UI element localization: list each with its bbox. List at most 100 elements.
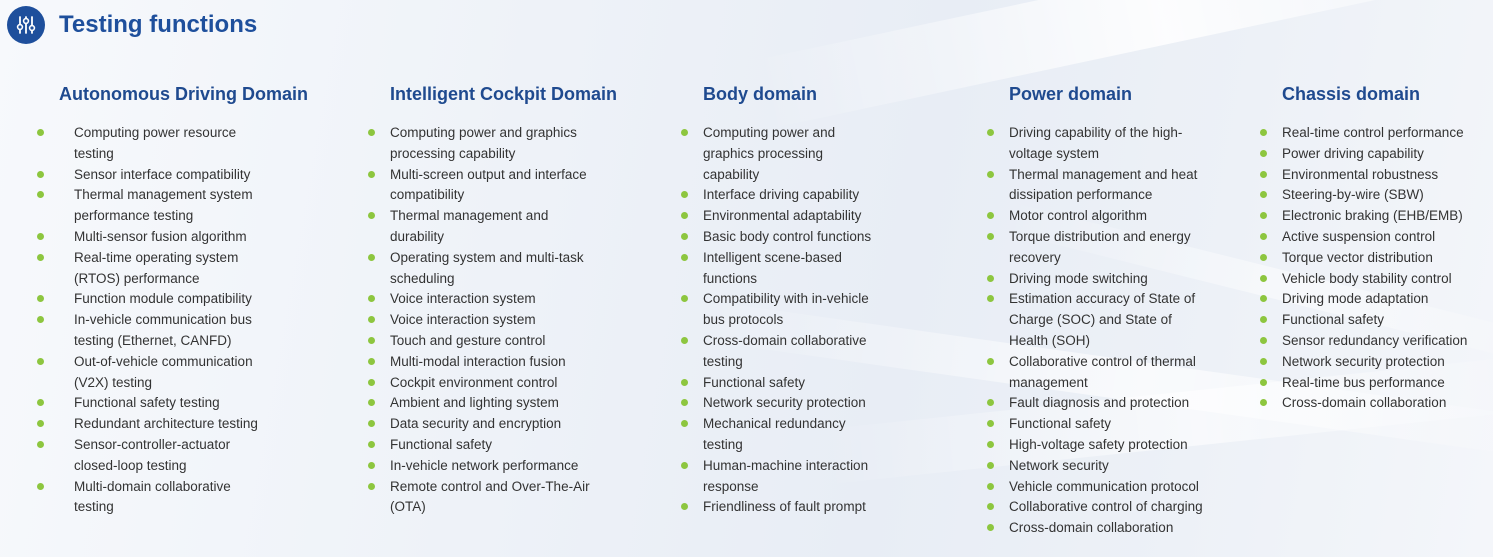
list-item: Environmental robustness [1260, 165, 1493, 186]
list-item: Cockpit environment control [368, 373, 592, 394]
list-item-label: Driving capability of the high-voltage s… [1009, 125, 1183, 161]
bullet-icon [1260, 378, 1267, 386]
list-item-label: Basic body control functions [703, 228, 872, 244]
list-item-label: Human-machine interaction response [703, 457, 869, 494]
bullet-icon [987, 212, 994, 220]
list-item-label: Cross-domain collaboration [1282, 395, 1447, 411]
bullet-icon [37, 232, 44, 240]
list-item: Electronic braking (EHB/EMB) [1260, 206, 1493, 227]
bullet-icon [368, 129, 375, 136]
bullet-icon [37, 295, 44, 303]
list-item-label: Mechanical redundancy testing [703, 416, 846, 452]
bullet-icon [37, 440, 44, 448]
list-item-label: Thermal management and heat dissipation … [1009, 166, 1198, 203]
bullet-icon [37, 170, 44, 178]
domain-column-body: Body domain Computing power and graphics… [681, 84, 875, 518]
bullet-icon [681, 129, 688, 136]
list-item-label: Sensor interface compatibility [74, 166, 251, 182]
list-item-label: Vehicle body stability control [1282, 270, 1452, 286]
bullet-icon [1260, 129, 1267, 136]
bullet-icon [681, 503, 688, 511]
bullet-icon [368, 461, 375, 469]
list-item: In-vehicle communication bus testing (Et… [37, 310, 274, 352]
column-title: Autonomous Driving Domain [59, 84, 308, 104]
list-item: Mechanical redundancy testing [681, 414, 875, 456]
list-item: Collaborative control of thermal managem… [987, 352, 1209, 394]
list-item-label: In-vehicle network performance [390, 457, 579, 473]
list-item: Real-time bus performance [1260, 373, 1493, 394]
list-item-label: Vehicle communication protocol [1009, 478, 1199, 494]
bullet-icon [987, 295, 994, 303]
domain-column-chassis: Chassis domain Real-time control perform… [1260, 84, 1493, 414]
list-item-label: Friendliness of fault prompt [703, 499, 866, 515]
list-item: Multi-sensor fusion algorithm [37, 227, 274, 248]
list-item: Power driving capability [1260, 144, 1493, 165]
list-item-label: Motor control algorithm [1009, 208, 1148, 224]
column-title: Chassis domain [1282, 84, 1421, 104]
domain-column-autonomous-driving: Autonomous Driving Domain Computing powe… [37, 84, 308, 518]
bullet-icon [1260, 295, 1267, 303]
list-item-label: Thermal management system performance te… [74, 187, 253, 224]
bullet-icon [987, 170, 994, 178]
column-title: Body domain [703, 84, 818, 104]
list-item-label: Multi-domain collaborative testing [74, 478, 231, 515]
bullet-icon [37, 399, 44, 407]
list-item-label: Functional safety [390, 436, 493, 452]
bullet-icon [1260, 357, 1267, 365]
list-item-label: Cross-domain collaboration [1009, 520, 1174, 536]
list-item: Environmental adaptability [681, 206, 875, 227]
list-item: Multi-modal interaction fusion [368, 352, 592, 373]
bullet-icon [987, 440, 994, 448]
list-item-label: Collaborative control of charging [1009, 499, 1203, 515]
list-item-label: Torque vector distribution [1282, 249, 1433, 265]
list-item: Function module compatibility [37, 289, 274, 310]
list-item-label: Operating system and multi-task scheduli… [390, 249, 584, 286]
bullet-icon [368, 357, 375, 365]
list-item: Torque vector distribution [1260, 248, 1493, 269]
bullet-icon [681, 399, 688, 407]
bullet-icon [987, 232, 994, 240]
bullet-icon [368, 253, 375, 261]
bullet-icon [1260, 232, 1267, 240]
list-item: Vehicle body stability control [1260, 269, 1493, 290]
list-item: Intelligent scene-based functions [681, 248, 875, 290]
list-item-label: Real-time bus performance [1282, 374, 1445, 390]
list-item: Functional safety [987, 414, 1209, 435]
bullet-icon [987, 420, 994, 428]
bullet-icon [681, 461, 688, 469]
list-item: Cross-domain collaborative testing [681, 331, 875, 373]
list-item: Cross-domain collaboration [987, 518, 1209, 539]
list-item: In-vehicle network performance [368, 456, 592, 477]
list-item: Operating system and multi-task scheduli… [368, 248, 592, 290]
list-item-label: Fault diagnosis and protection [1009, 395, 1190, 411]
list-item: Network security protection [681, 393, 875, 414]
list-item: Thermal management and durability [368, 206, 592, 248]
list-item: Multi-screen output and interface compat… [368, 165, 592, 207]
list-item: Cross-domain collaboration [1260, 393, 1493, 414]
section-header: Testing functions [7, 5, 257, 45]
list-item-label: Thermal management and durability [390, 208, 549, 244]
list-item: Touch and gesture control [368, 331, 592, 352]
bullet-icon [987, 461, 994, 469]
list-item-label: Network security protection [1282, 353, 1445, 369]
list-item: Real-time control performance [1260, 123, 1493, 144]
list-item-label: Touch and gesture control [390, 332, 546, 348]
list-item: Functional safety [1260, 310, 1493, 331]
list-item: Network security [987, 456, 1209, 477]
bullet-icon [37, 191, 44, 199]
bullet-icon [987, 482, 994, 490]
list-item-label: Compatibility with in-vehicle bus protoc… [703, 291, 869, 328]
list-item: Functional safety [681, 373, 875, 394]
bullet-icon [1260, 212, 1267, 220]
list-item: Basic body control functions [681, 227, 875, 248]
list-item: Out-of-vehicle communication (V2X) testi… [37, 352, 274, 394]
list-item-label: Functional safety [703, 374, 806, 390]
bullet-icon [368, 440, 375, 448]
column-title: Intelligent Cockpit Domain [390, 84, 618, 104]
list-item-label: Electronic braking (EHB/EMB) [1282, 208, 1463, 224]
list-item-label: Function module compatibility [74, 291, 252, 307]
sliders-icon [7, 6, 45, 44]
bullet-icon [1260, 149, 1267, 157]
bullet-icon [368, 336, 375, 344]
